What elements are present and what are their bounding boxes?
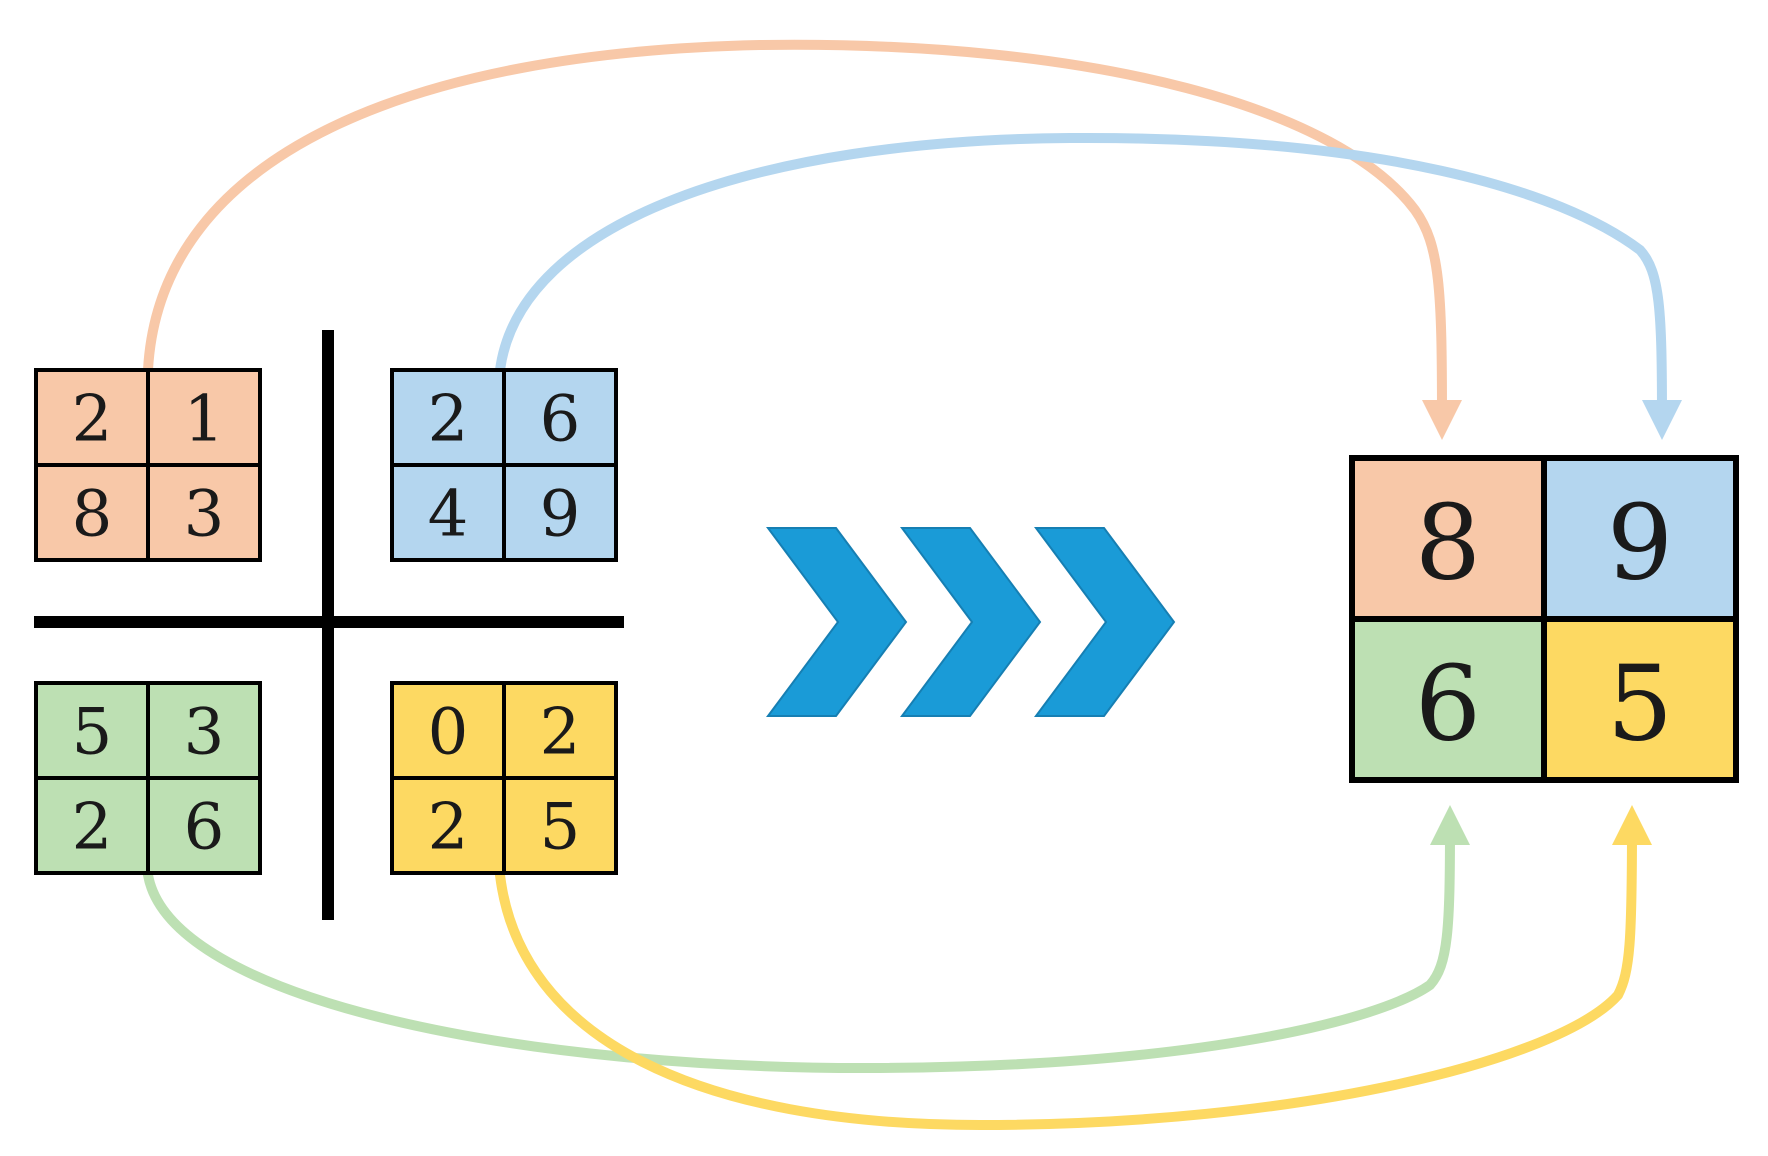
cell-value: 2 <box>72 383 113 457</box>
cell-value: 3 <box>184 478 225 552</box>
chevron-right-icon <box>900 527 1042 717</box>
connector-orange-arrow <box>143 39 1462 440</box>
output-cell-background <box>1352 619 1544 780</box>
chevron-right-icon <box>1034 527 1176 717</box>
cell-value: 6 <box>184 791 225 865</box>
grid-border <box>390 368 618 562</box>
output-cell-background <box>1544 458 1736 619</box>
connector-green-arrow <box>143 805 1470 1074</box>
cell-value: 9 <box>540 478 581 552</box>
chevron-right-icon <box>766 527 908 717</box>
grid-border <box>1349 455 1739 783</box>
output-cell-value: 8 <box>1415 482 1481 604</box>
grid-border <box>34 368 262 562</box>
output-cell-value: 6 <box>1415 643 1481 765</box>
cell-value: 2 <box>540 696 581 770</box>
process-chevrons <box>766 527 1176 717</box>
cell-value: 2 <box>428 791 469 865</box>
grid-border <box>34 681 262 875</box>
cell-value: 8 <box>72 478 113 552</box>
cell-value: 2 <box>72 791 113 865</box>
cell-value: 0 <box>428 696 469 770</box>
output-cell-value: 5 <box>1607 643 1673 765</box>
output-cell-background <box>1544 619 1736 780</box>
cell-value: 1 <box>184 383 225 457</box>
cell-value: 3 <box>184 696 225 770</box>
connector-yellow-arrow <box>495 805 1652 1131</box>
cell-value: 5 <box>540 791 581 865</box>
output-cell-value: 9 <box>1607 482 1673 604</box>
connector-blue-arrow <box>495 132 1682 440</box>
cell-value: 6 <box>540 383 581 457</box>
cell-value: 2 <box>428 383 469 457</box>
output-grid: 8 9 6 5 <box>1349 455 1739 783</box>
output-cell-background <box>1352 458 1544 619</box>
grid-border <box>390 681 618 875</box>
cell-value: 5 <box>72 696 113 770</box>
cell-value: 4 <box>428 478 469 552</box>
